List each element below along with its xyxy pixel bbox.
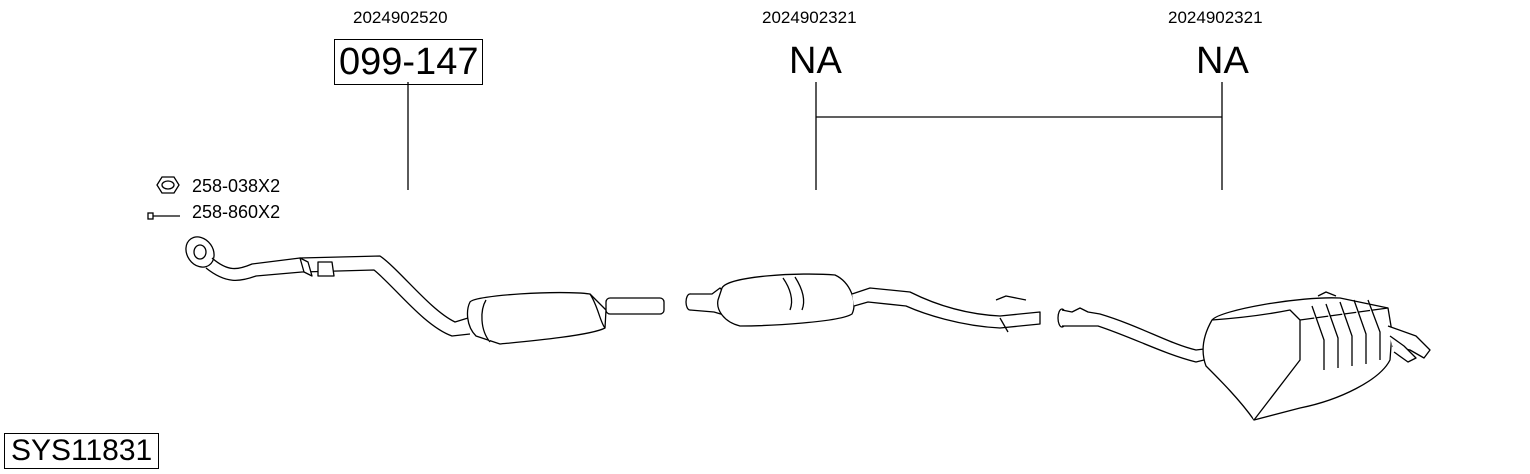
part-2-code[interactable]: NA: [789, 40, 842, 82]
rear-muffler: [1057, 291, 1431, 421]
part-2-oem-number: 2024902321: [762, 8, 857, 27]
system-id: SYS11831: [4, 433, 160, 469]
part-3-oem-number: 2024902321: [1168, 8, 1263, 27]
bolt-icon: [147, 212, 180, 220]
part-1-oem-number: 2024902520: [353, 8, 448, 27]
middle-muffler: [685, 273, 1041, 333]
front-pipe-catalyst: [185, 236, 665, 345]
part-3-code[interactable]: NA: [1196, 40, 1249, 82]
part-1-code[interactable]: 099-147: [334, 39, 484, 85]
nut-icon: [156, 176, 180, 194]
accessory-bolt-label[interactable]: 258-860X2: [192, 202, 281, 222]
accessory-nut-label[interactable]: 258-038X2: [192, 176, 281, 196]
